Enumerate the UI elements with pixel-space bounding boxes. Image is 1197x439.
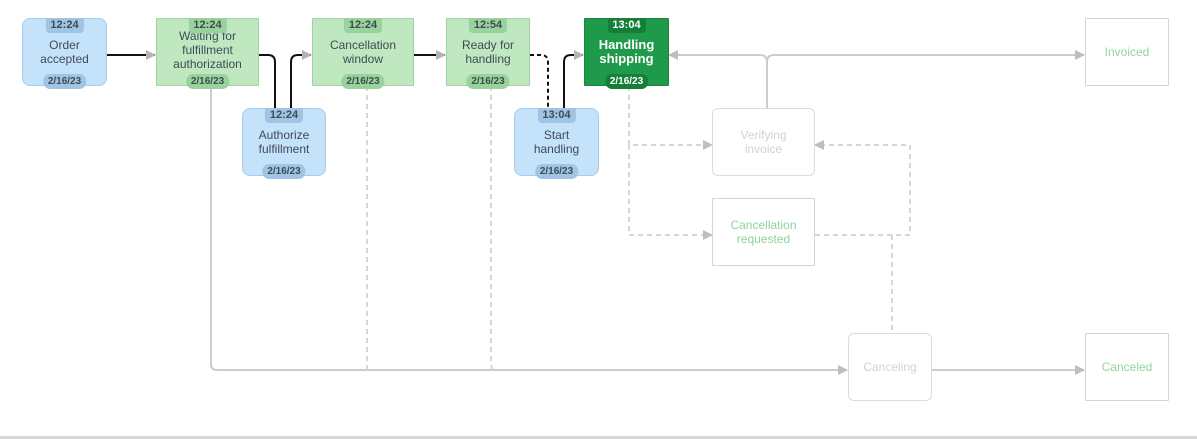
node-date: 2/16/23 bbox=[262, 164, 306, 179]
node-time: 12:24 bbox=[264, 108, 304, 123]
node-handling-shipping[interactable]: 13:04 Handling shipping 2/16/23 bbox=[584, 18, 669, 89]
node-date: 2/16/23 bbox=[534, 164, 579, 179]
node-cancellation-requested[interactable]: Cancellation requested bbox=[712, 198, 815, 266]
node-label: Ready for handling bbox=[461, 38, 515, 66]
node-label: Authorize fulfillment bbox=[258, 128, 310, 156]
node-date: 2/16/23 bbox=[341, 74, 385, 89]
bottom-divider bbox=[0, 436, 1197, 439]
node-label: Verifying invoice bbox=[740, 128, 787, 156]
node-verifying-invoice[interactable]: Verifying invoice bbox=[712, 108, 815, 176]
node-time: 12:24 bbox=[343, 18, 383, 33]
node-order-accepted[interactable]: 12:24 Order accepted 2/16/23 bbox=[22, 18, 107, 89]
node-canceling[interactable]: Canceling bbox=[848, 333, 932, 401]
edge-verifying-to-invoiced bbox=[766, 50, 1085, 108]
node-date: 2/16/23 bbox=[466, 74, 510, 89]
node-label: Waiting for fulfillment authorization bbox=[173, 29, 242, 71]
node-date: 2/16/23 bbox=[185, 74, 230, 89]
node-label: Cancellation requested bbox=[730, 218, 797, 246]
node-waiting-fulfillment-authorization[interactable]: 12:24 Waiting for fulfillment authorizat… bbox=[156, 18, 259, 89]
node-authorize-fulfillment[interactable]: 12:24 Authorize fulfillment 2/16/23 bbox=[242, 108, 326, 179]
edge-shipping-to-verifying bbox=[628, 86, 713, 150]
node-label: Handling shipping bbox=[598, 37, 655, 66]
node-time: 13:04 bbox=[607, 18, 646, 33]
edge-shipping-to-cancellation-requested bbox=[628, 145, 713, 240]
node-time: 13:04 bbox=[537, 108, 576, 123]
node-start-handling[interactable]: 13:04 Start handling 2/16/23 bbox=[514, 108, 599, 179]
node-time: 12:24 bbox=[45, 18, 84, 33]
edge-ready-to-start-handling bbox=[530, 54, 549, 108]
node-time: 12:54 bbox=[468, 18, 508, 33]
node-label: Invoiced bbox=[1104, 45, 1150, 59]
node-label: Start handling bbox=[533, 128, 580, 156]
node-label: Cancellation window bbox=[329, 38, 397, 66]
node-date: 2/16/23 bbox=[604, 74, 649, 89]
node-cancellation-window[interactable]: 12:24 Cancellation window 2/16/23 bbox=[312, 18, 414, 89]
node-label: Canceling bbox=[863, 360, 917, 374]
node-invoiced[interactable]: Invoiced bbox=[1085, 18, 1169, 86]
node-time: 12:24 bbox=[188, 18, 227, 33]
edge-cancellation-requested-to-verifying bbox=[814, 140, 911, 236]
edge-waiting-to-authorize bbox=[259, 54, 276, 108]
node-ready-for-handling[interactable]: 12:54 Ready for handling 2/16/23 bbox=[446, 18, 530, 89]
node-date: 2/16/23 bbox=[42, 74, 87, 89]
edge-verifying-to-shipping bbox=[668, 50, 768, 63]
edge-authorize-to-cancellation-window bbox=[290, 50, 312, 108]
node-label: Canceled bbox=[1101, 360, 1153, 374]
edge-start-handling-to-shipping bbox=[563, 50, 584, 108]
edge-waiting-to-canceling bbox=[210, 86, 848, 375]
node-label: Order accepted bbox=[40, 38, 89, 66]
edge-ready-to-canceling bbox=[490, 86, 498, 371]
node-canceled[interactable]: Canceled bbox=[1085, 333, 1169, 401]
